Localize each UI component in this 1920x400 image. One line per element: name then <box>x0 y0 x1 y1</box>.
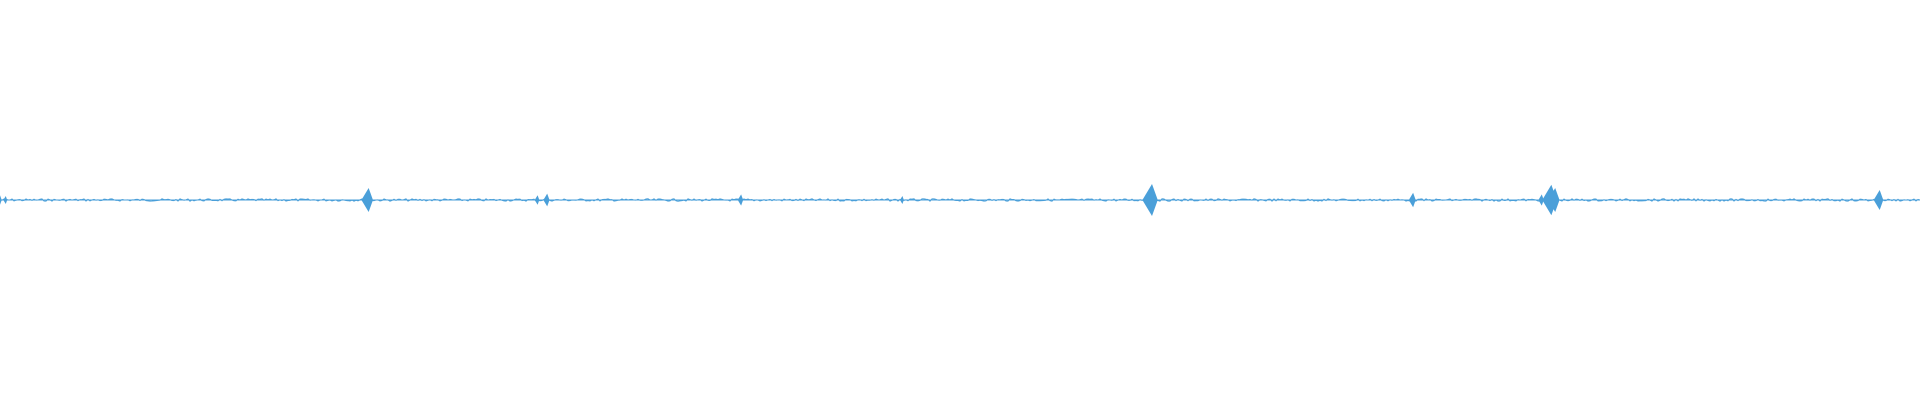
waveform-peak <box>737 194 744 206</box>
waveform-trace <box>0 198 1920 202</box>
waveform-peak <box>1548 188 1560 212</box>
waveform-peak <box>1873 190 1884 210</box>
waveform-peak <box>1538 194 1544 206</box>
waveform-peak <box>900 196 904 204</box>
waveform-peak <box>534 195 540 205</box>
waveform-peak <box>543 193 550 207</box>
waveform-peak <box>361 188 373 212</box>
waveform-peak <box>0 195 2 205</box>
waveform-peak <box>3 196 8 204</box>
waveform-peak <box>1408 192 1416 208</box>
waveform-peaks <box>0 184 1884 216</box>
waveform-peak <box>1142 184 1158 216</box>
